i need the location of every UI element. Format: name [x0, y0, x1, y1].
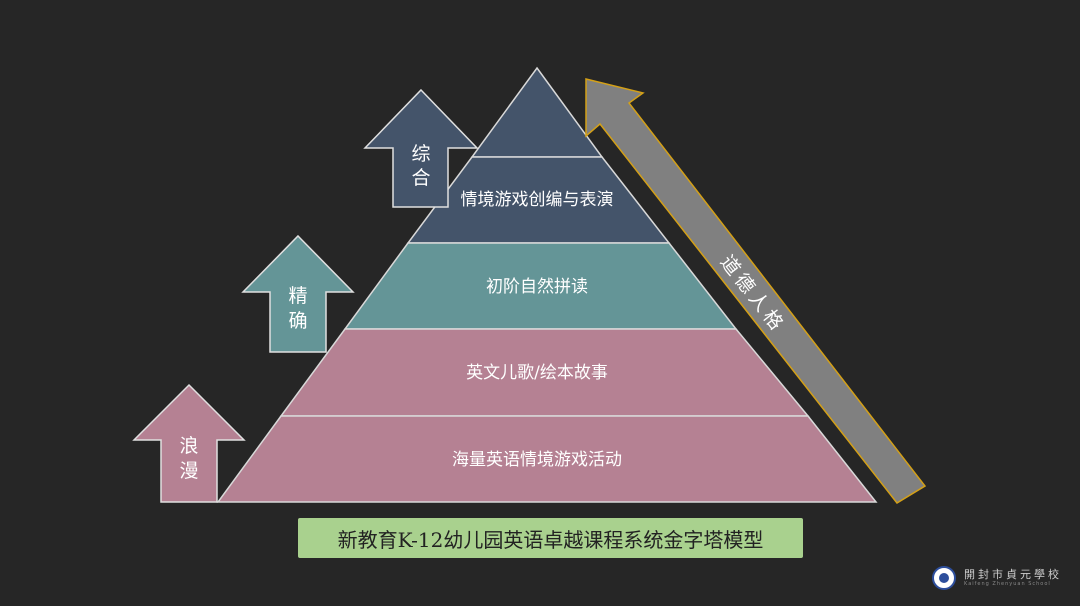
- svg-text:合: 合: [411, 167, 430, 189]
- svg-text:漫: 漫: [179, 460, 198, 482]
- up-arrow-comprehensive: 综 合: [363, 88, 479, 208]
- pyramid-layer-5: [216, 415, 878, 503]
- layer-label: 英文儿歌/绘本故事: [466, 363, 608, 383]
- pyramid-layer-top: [470, 66, 604, 158]
- svg-text:精: 精: [288, 285, 307, 307]
- school-logo: 開封市貞元學校 Kaifeng Zhenyuan School: [932, 566, 1062, 590]
- diagram-caption: 新教育K-12幼儿园英语卓越课程系统金字塔模型: [298, 518, 803, 558]
- svg-text:确: 确: [288, 310, 307, 332]
- up-arrow-romance: 浪 漫: [132, 383, 246, 503]
- layer-label: 海量英语情境游戏活动: [452, 450, 622, 470]
- layer-label: 初阶自然拼读: [486, 277, 588, 297]
- school-seal-icon: [932, 566, 956, 590]
- school-name-english: Kaifeng Zhenyuan School: [964, 580, 1051, 587]
- school-name: 開封市貞元學校: [964, 567, 1062, 581]
- svg-text:浪: 浪: [179, 435, 198, 457]
- layer-label: 情境游戏创编与表演: [461, 190, 614, 210]
- up-arrow-precision: 精 确: [241, 234, 355, 353]
- svg-text:综: 综: [411, 143, 430, 165]
